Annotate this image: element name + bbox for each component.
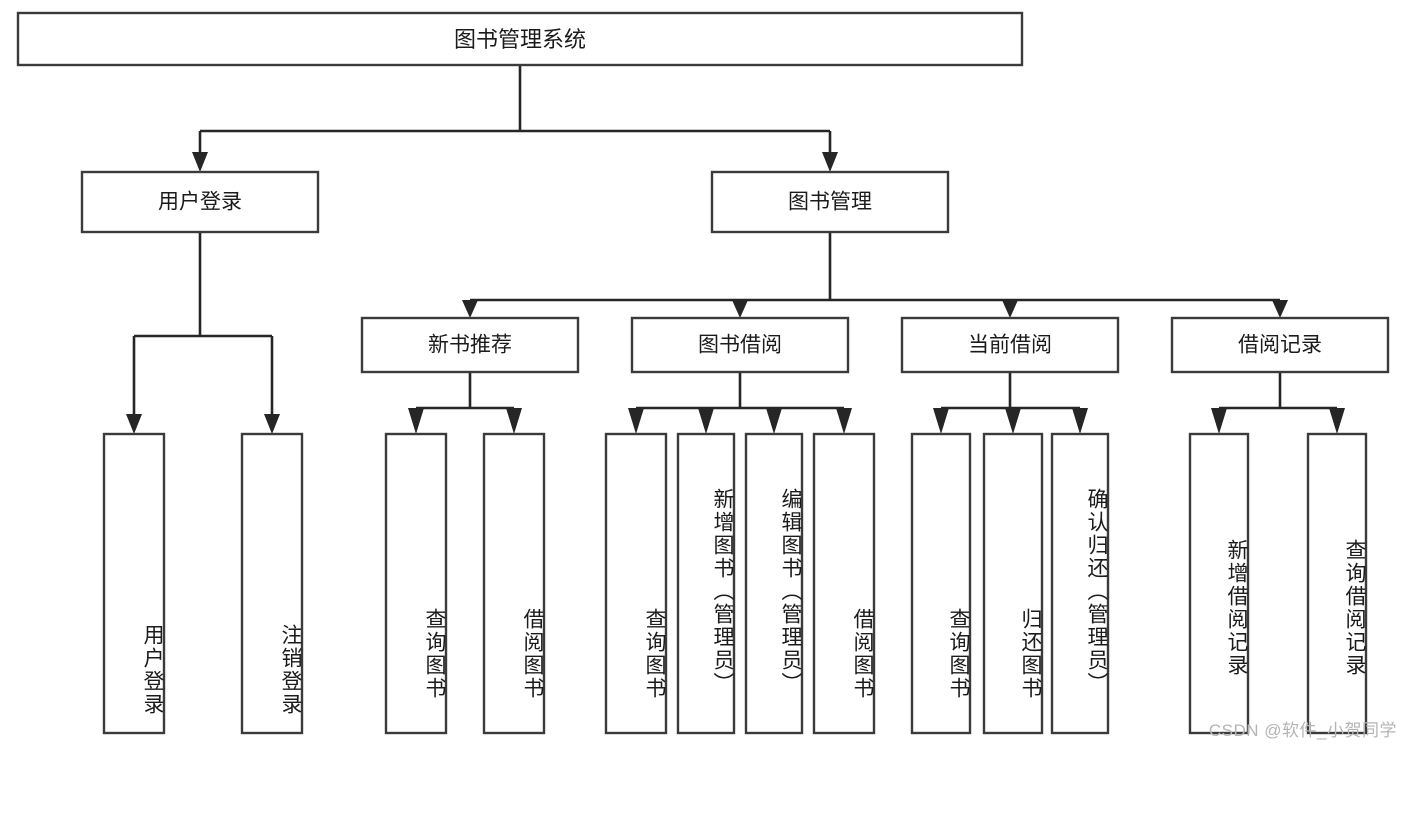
node-new-book-recommend-box[interactable] (360, 316, 580, 374)
node-book-management-label: 图书管理 (788, 191, 872, 214)
arrow-head-cur-2 (1005, 408, 1021, 434)
arrow-head-bw-3 (766, 408, 782, 434)
watermark-text: CSDN @软件_小贺同学 (1208, 721, 1397, 740)
leaf-box-user-login[interactable] (102, 432, 166, 735)
leaf-box-add-book-admin[interactable] (676, 432, 736, 735)
leaf-box-group (102, 432, 1368, 735)
arrow-head-rec-1 (1211, 408, 1227, 434)
leaf-box-query-borrow-record[interactable] (1306, 432, 1368, 735)
connector-group (126, 65, 1345, 434)
node-book-borrow-label: 图书借阅 (698, 334, 782, 357)
leaf-box-borrow-book-rec[interactable] (482, 432, 546, 735)
tree-diagram: 图书管理系统 用户登录 图书管理 新书推荐 图书借阅 当前借阅 借阅记录 (16, 11, 1390, 735)
node-borrow-records-box[interactable] (1170, 316, 1390, 374)
arrow-head-bw-1 (628, 408, 644, 434)
leaf-box-return-book[interactable] (982, 432, 1044, 735)
arrow-head-records (1272, 300, 1288, 318)
arrow-head-to-bookmgmt (822, 152, 838, 172)
node-root[interactable]: 图书管理系统 (16, 11, 1024, 67)
diagram-canvas: 图书管理系统 用户登录 图书管理 新书推荐 图书借阅 当前借阅 借阅记录 (16, 11, 1397, 740)
leaf-box-confirm-return-admin[interactable] (1050, 432, 1110, 735)
arrow-head-cur-1 (933, 408, 949, 434)
node-current-borrow-label: 当前借阅 (968, 334, 1052, 357)
node-user-login-box[interactable] (80, 170, 320, 234)
node-current-borrow-box[interactable] (900, 316, 1120, 374)
node-new-book-recommend[interactable]: 新书推荐 (360, 316, 580, 374)
node-borrow-records-label: 借阅记录 (1238, 334, 1322, 357)
arrow-head-login-2 (264, 414, 280, 434)
arrow-head-rec-2 (1329, 408, 1345, 434)
leaf-box-logout[interactable] (240, 432, 304, 735)
leaf-box-query-book-borrow[interactable] (604, 432, 668, 735)
arrow-head-cur-3 (1072, 408, 1088, 434)
node-borrow-records[interactable]: 借阅记录 (1170, 316, 1390, 374)
node-root-label: 图书管理系统 (454, 27, 586, 52)
leaf-box-query-book-current[interactable] (910, 432, 972, 735)
node-user-login[interactable]: 用户登录 (80, 170, 320, 234)
leaf-box-edit-book-admin[interactable] (744, 432, 804, 735)
node-book-borrow-box[interactable] (630, 316, 850, 374)
arrow-head-bw-2 (698, 408, 714, 434)
leaf-box-query-book-rec[interactable] (384, 432, 448, 735)
leaf-box-add-borrow-record[interactable] (1188, 432, 1250, 735)
node-new-book-recommend-label: 新书推荐 (428, 334, 512, 357)
node-book-management[interactable]: 图书管理 (710, 170, 950, 234)
arrow-head-to-login (192, 152, 208, 172)
arrow-head-current (1002, 300, 1018, 318)
node-current-borrow[interactable]: 当前借阅 (900, 316, 1120, 374)
node-book-borrow[interactable]: 图书借阅 (630, 316, 850, 374)
arrow-head-login-1 (126, 414, 142, 434)
arrow-head-bw-4 (836, 408, 852, 434)
arrow-head-borrow (732, 300, 748, 318)
arrow-head-newbook (462, 300, 478, 318)
arrow-head-nb-1 (408, 408, 424, 434)
node-root-box[interactable] (16, 11, 1024, 67)
arrow-head-nb-2 (506, 408, 522, 434)
node-user-login-label: 用户登录 (158, 191, 242, 214)
leaf-box-borrow-book[interactable] (812, 432, 876, 735)
node-book-management-box[interactable] (710, 170, 950, 234)
